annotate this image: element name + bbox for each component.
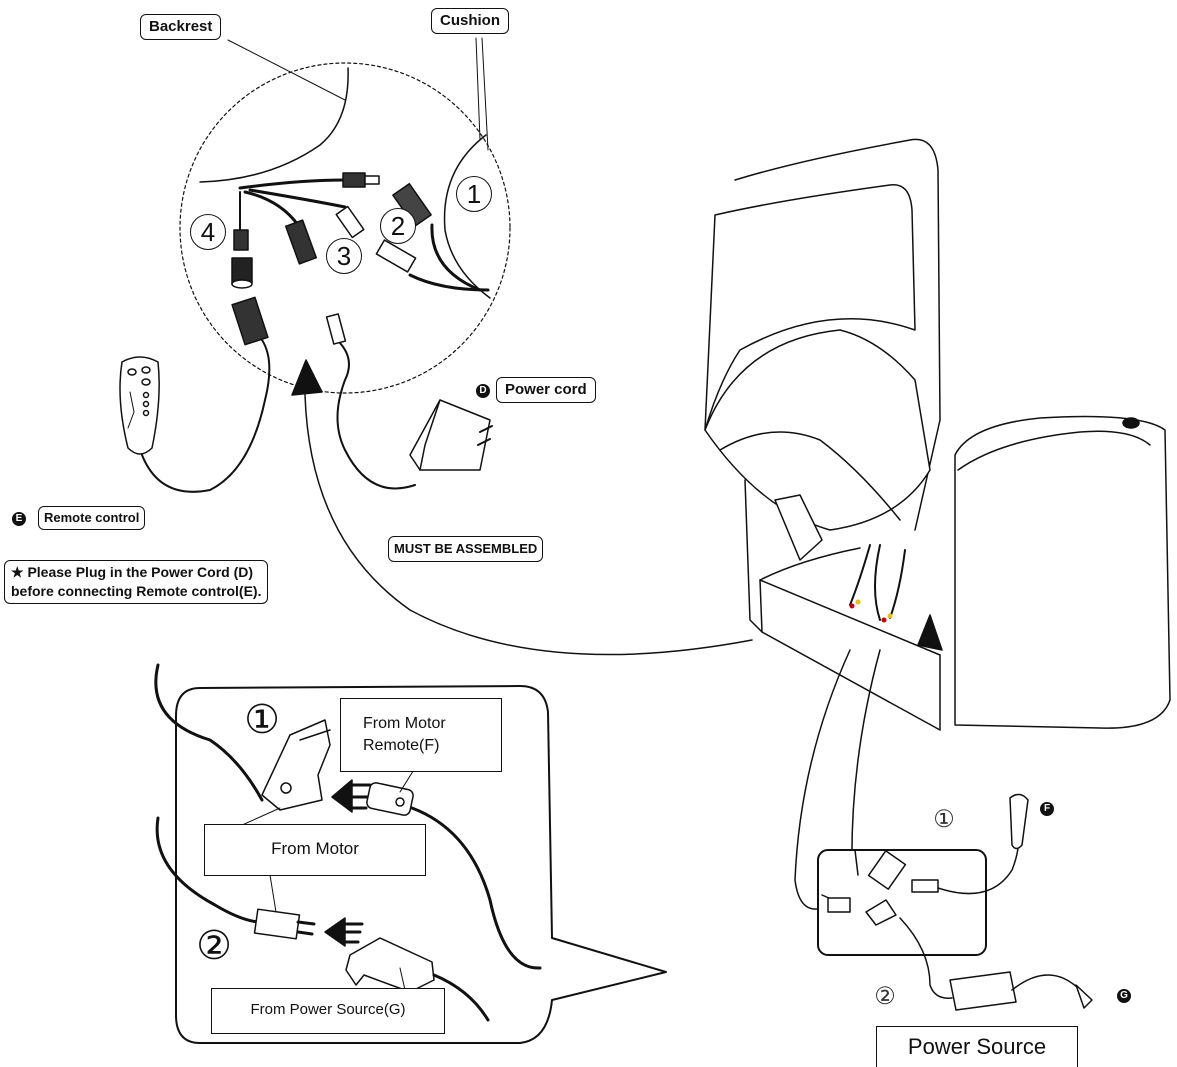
- link-arrow-head: [292, 360, 322, 395]
- recliner-chair: [705, 139, 1170, 909]
- motor-power-plug: [255, 909, 300, 939]
- chair-plug-black: [918, 615, 942, 650]
- note-text-1: Please Plug in the Power Cord (D): [27, 564, 253, 580]
- remote-device: [120, 357, 159, 454]
- chair-wires-c: [890, 550, 905, 618]
- remote-control-label: Remote control: [38, 506, 145, 530]
- wire-tip-yel-b: [888, 614, 893, 619]
- link-arrow: [305, 395, 752, 655]
- power-adapter: [410, 400, 492, 470]
- badge-e: E: [12, 512, 26, 526]
- from-motor-remote-line1: From Motor: [363, 713, 501, 735]
- star-icon: ★: [11, 564, 24, 580]
- badge-d: D: [476, 384, 490, 398]
- backrest-label: Backrest: [140, 14, 221, 40]
- from-motor-remote-line2: Remote(F): [363, 735, 501, 757]
- chair-arm-right: [955, 417, 1170, 729]
- instruction-note: ★ Please Plug in the Power Cord (D) befo…: [4, 560, 268, 604]
- chair-wires-a: [850, 545, 870, 605]
- remote-body: [120, 357, 159, 454]
- leader-cushion-2: [476, 38, 480, 140]
- connector-number-3: 3: [326, 238, 362, 274]
- chair-wires-b: [875, 545, 880, 620]
- plug-1: [343, 173, 365, 187]
- leader-backrest: [228, 40, 345, 100]
- from-motor-remote-box: From Motor Remote(F): [340, 698, 502, 772]
- power-cord-label: Power cord: [496, 377, 596, 403]
- wire-tip-yel-a: [856, 600, 861, 605]
- socket-3: [286, 220, 317, 264]
- connector-number-2: 2: [380, 208, 416, 244]
- leader-cushion: [482, 38, 488, 150]
- power-source-label: Power Source: [876, 1026, 1078, 1067]
- ps-wall-cable: [1012, 975, 1080, 990]
- cable-main: [240, 180, 345, 188]
- power-source-detail: [818, 794, 1092, 1010]
- wire-tip-red-a: [850, 604, 855, 609]
- callout-step-1: ①: [242, 700, 282, 740]
- dc-cord: [338, 343, 416, 488]
- badge-g: G: [1117, 989, 1131, 1003]
- ps-wall-plug: [1076, 985, 1092, 1008]
- from-motor-box: From Motor: [204, 824, 426, 876]
- must-be-assembled-label: MUST BE ASSEMBLED: [388, 536, 543, 562]
- note-line-2: before connecting Remote control(E).: [11, 582, 261, 601]
- cushion-label: Cushion: [431, 8, 509, 34]
- from-power-source-box: From Power Source(G): [211, 988, 445, 1034]
- plug-4: [234, 230, 248, 250]
- socket-4: [232, 297, 268, 344]
- backrest-edge: [200, 68, 348, 182]
- plug-4-end: [232, 280, 252, 288]
- ps-motor-plug: [828, 898, 850, 912]
- callout-step-2: ②: [194, 926, 234, 966]
- chair-base-left: [745, 480, 762, 632]
- connector-number-1: 1: [456, 176, 492, 212]
- cupholder: [1123, 418, 1139, 428]
- ps-remote-plug: [912, 880, 938, 892]
- ps-adapter-brick: [950, 972, 1016, 1010]
- dc-plug: [327, 314, 346, 344]
- ps-step-2: ②: [873, 985, 897, 1009]
- connector-number-4: 4: [190, 214, 226, 250]
- plug-1-tip: [365, 176, 379, 184]
- ps-step-1: ①: [932, 808, 956, 832]
- socket-2: [376, 240, 415, 272]
- note-line-1: ★ Please Plug in the Power Cord (D): [11, 563, 261, 582]
- wire-tip-red-b: [882, 618, 887, 623]
- plug-2: [336, 207, 364, 238]
- badge-f: F: [1040, 802, 1054, 816]
- ps-remote-body: [1010, 794, 1028, 848]
- cable-4: [432, 225, 480, 290]
- chair-base-frame: [760, 548, 860, 580]
